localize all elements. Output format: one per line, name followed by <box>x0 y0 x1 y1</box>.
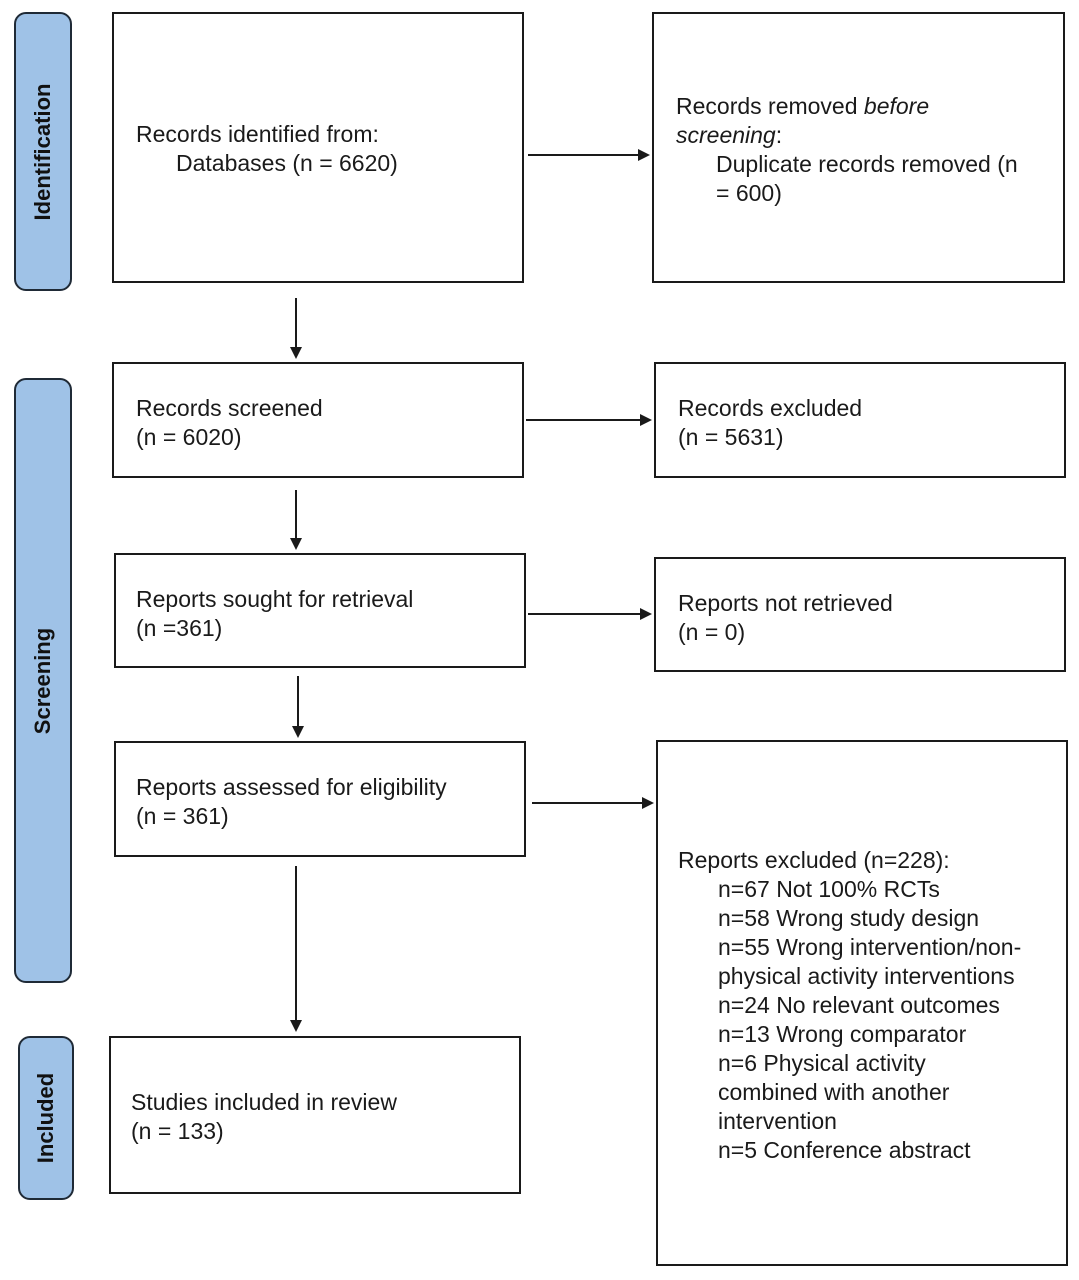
exclusion-reason: n=67 Not 100% RCTs <box>718 876 940 902</box>
studies-included-count: (n = 133) <box>131 1118 224 1144</box>
duplicates-removed-count: = 600) <box>716 180 782 206</box>
box-records-screened: Records screened (n = 6020) <box>112 362 524 478</box>
exclusion-reason-cont: intervention <box>718 1108 837 1134</box>
studies-included-label: Studies included in review <box>131 1089 397 1115</box>
box-reports-not-retrieved: Reports not retrieved (n = 0) <box>654 557 1066 672</box>
reports-not-retrieved-count: (n = 0) <box>678 619 746 645</box>
exclusion-reason: n=6 Physical activity <box>718 1050 926 1076</box>
exclusion-reason: n=5 Conference abstract <box>718 1137 971 1163</box>
records-identified-databases: Databases (n = 6620) <box>176 150 398 176</box>
records-identified-label: Records identified from: <box>136 121 379 147</box>
duplicates-removed-text: Duplicate records removed (n <box>716 151 1018 177</box>
reports-excluded-title: Reports excluded (n=228): <box>678 847 950 873</box>
exclusion-reason: n=24 No relevant outcomes <box>718 992 1000 1018</box>
box-records-excluded: Records excluded (n = 5631) <box>654 362 1066 478</box>
phase-screening: Screening <box>14 378 72 983</box>
exclusion-reason-cont: combined with another <box>718 1079 950 1105</box>
exclusion-reason: n=13 Wrong comparator <box>718 1021 967 1047</box>
reports-not-retrieved-label: Reports not retrieved <box>678 590 893 616</box>
records-removed-heading-cont: screening: <box>676 122 783 148</box>
reports-sought-count: (n =361) <box>136 615 223 641</box>
phase-identification: Identification <box>14 12 72 291</box>
exclusion-reason: n=58 Wrong study design <box>718 905 980 931</box>
box-records-identified: Records identified from: Databases (n = … <box>112 12 524 283</box>
reports-sought-label: Reports sought for retrieval <box>136 586 414 612</box>
box-reports-sought: Reports sought for retrieval (n =361) <box>114 553 526 668</box>
exclusion-reason: n=55 Wrong intervention/non- <box>718 934 1022 960</box>
records-screened-label: Records screened <box>136 395 323 421</box>
records-removed-heading: Records removed before <box>676 93 930 119</box>
box-studies-included: Studies included in review (n = 133) <box>109 1036 521 1194</box>
reports-assessed-label: Reports assessed for eligibility <box>136 774 447 800</box>
records-excluded-label: Records excluded <box>678 395 863 421</box>
records-screened-count: (n = 6020) <box>136 424 242 450</box>
exclusion-reason-cont: physical activity interventions <box>718 963 1015 989</box>
box-records-removed: Records removed before screening: Duplic… <box>652 12 1065 283</box>
phase-included: Included <box>18 1036 74 1200</box>
records-excluded-count: (n = 5631) <box>678 424 784 450</box>
box-reports-excluded: Reports excluded (n=228): n=67 Not 100% … <box>656 740 1068 1266</box>
box-reports-assessed: Reports assessed for eligibility (n = 36… <box>114 741 526 857</box>
reports-assessed-count: (n = 361) <box>136 803 229 829</box>
